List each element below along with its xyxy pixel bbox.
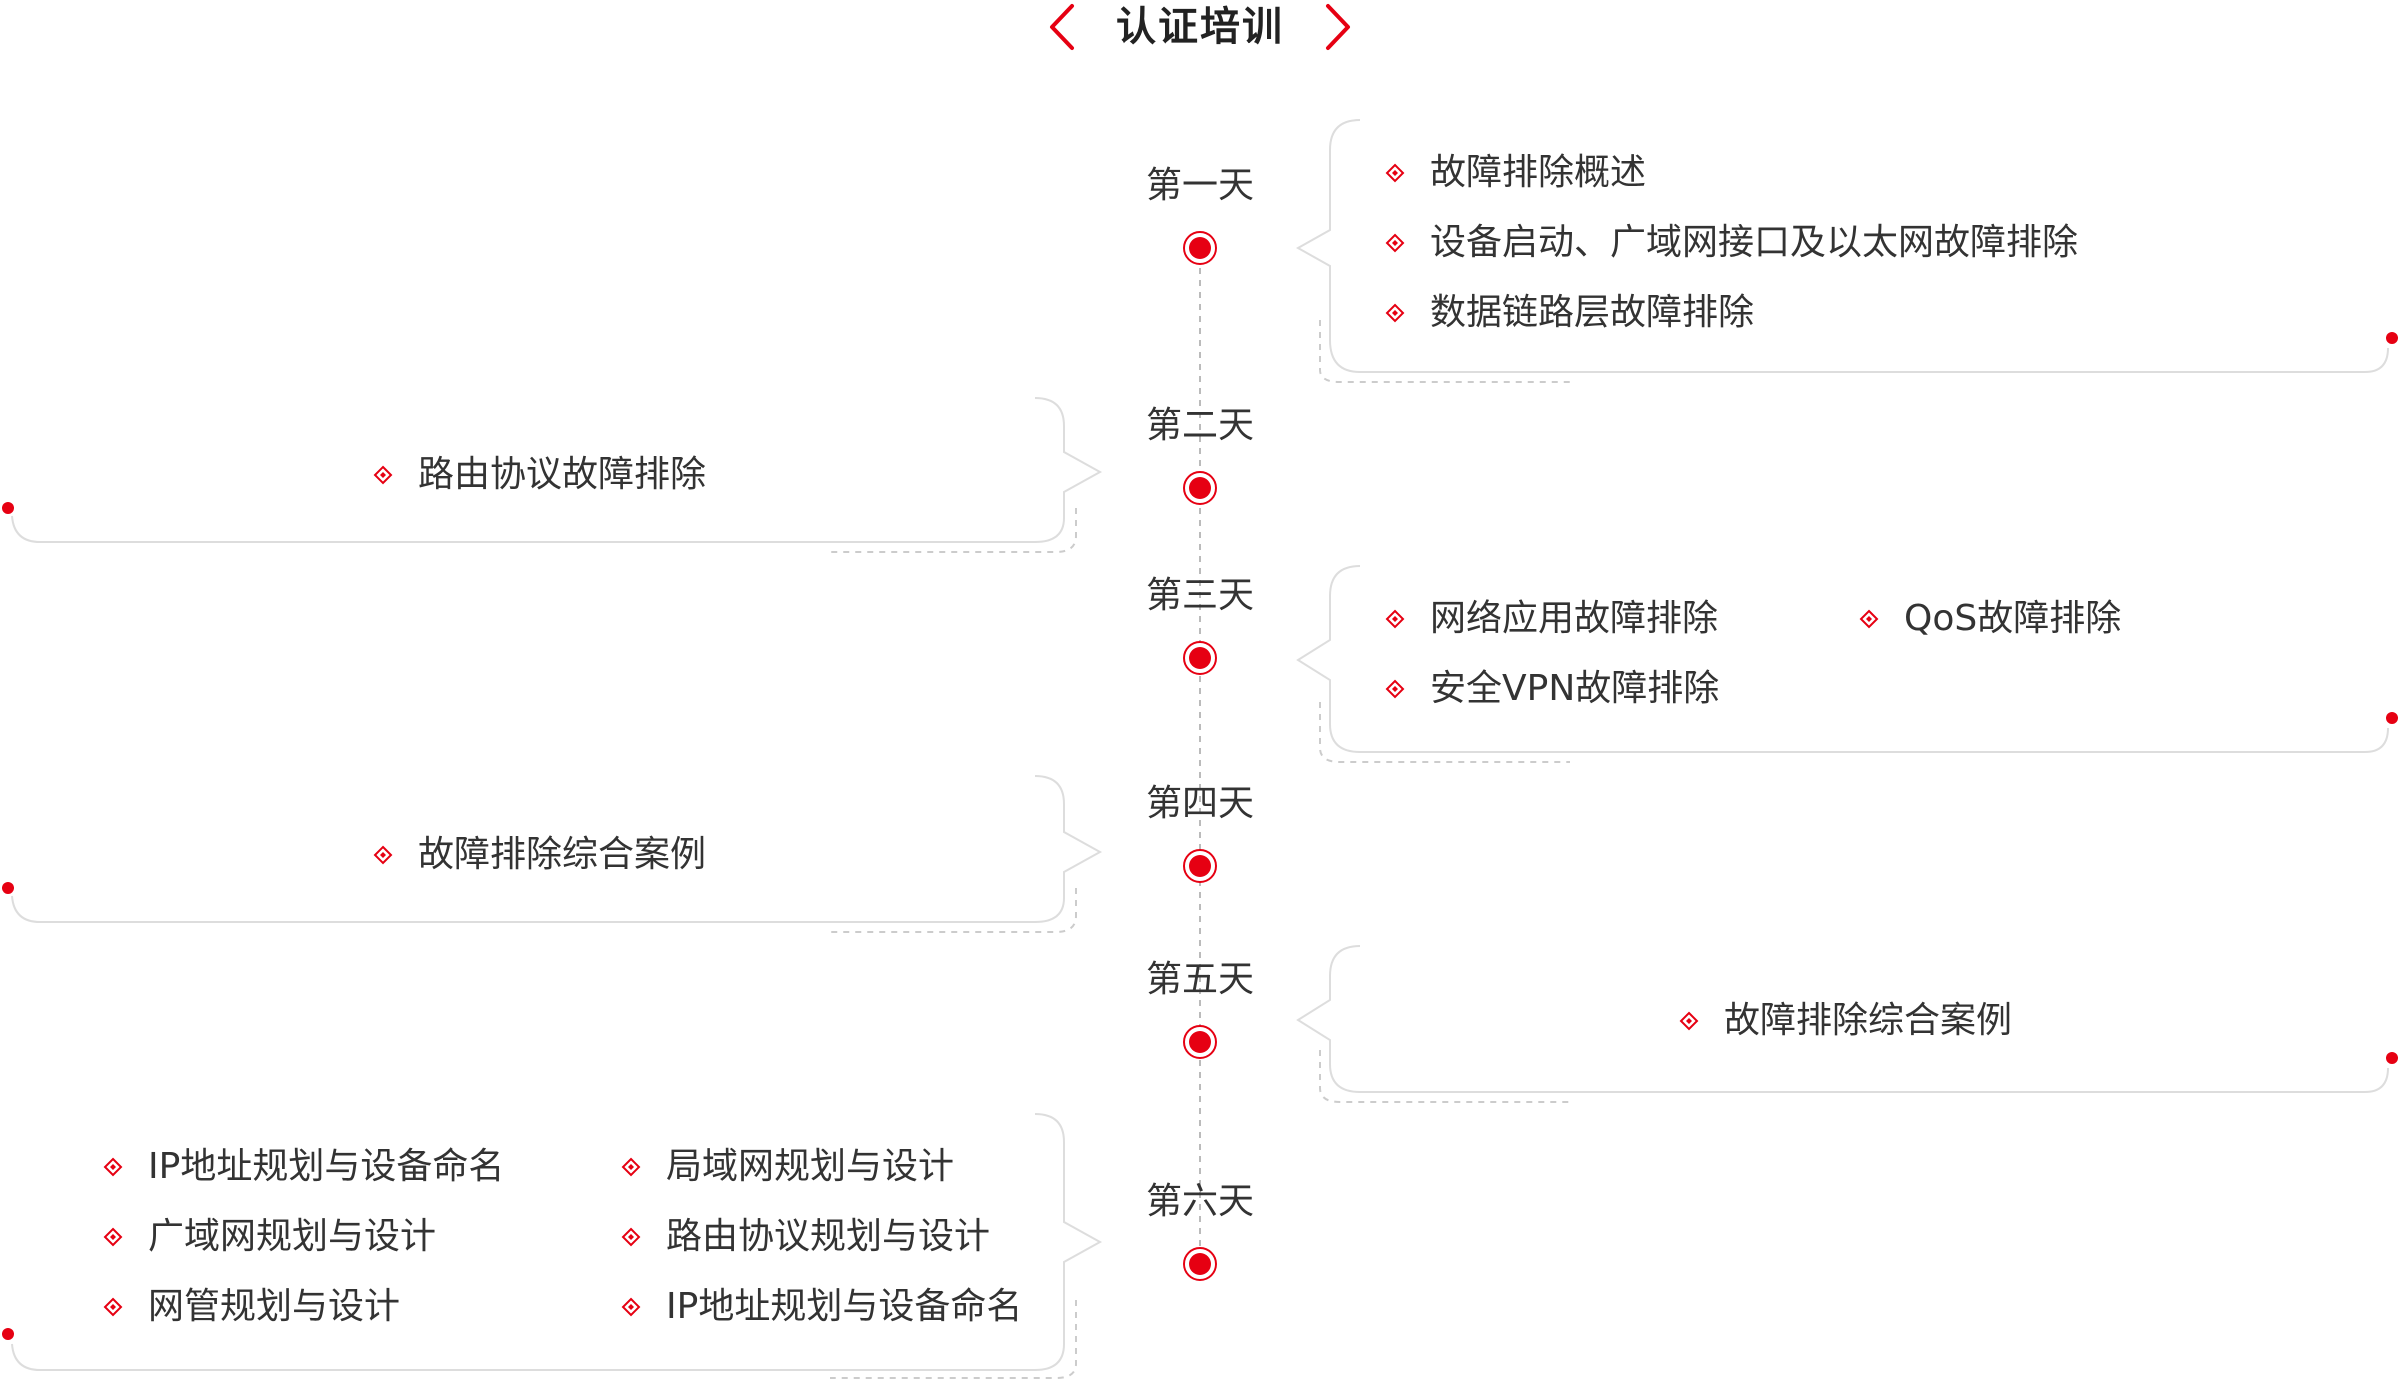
day-label-2: 第二天 <box>1145 405 1254 446</box>
item-text: 路由协议故障排除 <box>418 454 707 495</box>
list-item: 路由协议规划与设计 <box>620 1214 990 1260</box>
item-text: 网络应用故障排除 <box>1430 598 1719 639</box>
item-text: 数据链路层故障排除 <box>1430 292 1755 333</box>
list-item: IP地址规划与设备命名 <box>102 1144 504 1190</box>
timeline-node-icon <box>1183 471 1217 505</box>
list-item: 数据链路层故障排除 <box>1384 290 1754 336</box>
day-card-outline-5 <box>1296 945 2398 1103</box>
item-text: 故障排除综合案例 <box>418 834 707 875</box>
day-card-outline-4 <box>2 775 1103 933</box>
list-item: 网管规划与设计 <box>102 1284 400 1330</box>
diamond-bullet-icon <box>1385 163 1405 183</box>
list-item: 广域网规划与设计 <box>102 1214 436 1260</box>
diamond-bullet-icon <box>103 1227 123 1247</box>
diamond-bullet-icon <box>621 1227 641 1247</box>
list-item: QoS故障排除 <box>1858 596 2121 642</box>
timeline-node-icon <box>1183 231 1217 265</box>
item-text: 局域网规划与设计 <box>666 1146 955 1187</box>
day-label-5: 第五天 <box>1145 959 1254 1000</box>
list-item: 安全VPN故障排除 <box>1384 666 1719 712</box>
diamond-bullet-icon <box>373 845 393 865</box>
day-label-4: 第四天 <box>1145 783 1254 824</box>
item-text: 故障排除概述 <box>1430 152 1647 193</box>
item-text: 安全VPN故障排除 <box>1430 668 1720 709</box>
item-text: 广域网规划与设计 <box>148 1216 437 1257</box>
timeline-node-icon <box>1183 641 1217 675</box>
item-text: 网管规划与设计 <box>148 1286 401 1327</box>
page-title: 认证培训 <box>1116 4 1284 50</box>
diamond-bullet-icon <box>1385 609 1405 629</box>
list-item: 故障排除综合案例 <box>1678 998 2012 1044</box>
item-text: IP地址规划与设备命名 <box>148 1146 505 1187</box>
list-item: 网络应用故障排除 <box>1384 596 1718 642</box>
chevron-right-icon <box>1326 4 1350 50</box>
chevron-left-icon <box>1050 4 1074 50</box>
item-text: 故障排除综合案例 <box>1724 1000 2013 1041</box>
diamond-bullet-icon <box>103 1157 123 1177</box>
list-item: 故障排除综合案例 <box>372 832 706 878</box>
day-label-6: 第六天 <box>1145 1181 1254 1222</box>
diamond-bullet-icon <box>1679 1011 1699 1031</box>
list-item: 故障排除概述 <box>1384 150 1646 196</box>
list-item: 设备启动、广域网接口及以太网故障排除 <box>1384 220 2078 266</box>
timeline-node-icon <box>1183 849 1217 883</box>
diamond-bullet-icon <box>621 1297 641 1317</box>
item-text: IP地址规划与设备命名 <box>666 1286 1023 1327</box>
timeline-node-icon <box>1183 1025 1217 1059</box>
item-text: 路由协议规划与设计 <box>666 1216 991 1257</box>
diamond-bullet-icon <box>1385 679 1405 699</box>
list-item: 局域网规划与设计 <box>620 1144 954 1190</box>
timeline-node-icon <box>1183 1247 1217 1281</box>
diamond-bullet-icon <box>373 465 393 485</box>
day-label-3: 第三天 <box>1145 575 1254 616</box>
section-title: 认证培训 <box>1040 0 1360 60</box>
day-card-outline-6 <box>2 1113 1103 1379</box>
day-card-outline-3 <box>1296 565 2398 763</box>
day-card-outline-1 <box>1295 119 2398 383</box>
item-text: 设备启动、广域网接口及以太网故障排除 <box>1430 222 2079 263</box>
diamond-bullet-icon <box>621 1157 641 1177</box>
item-text: QoS故障排除 <box>1904 598 2122 639</box>
diamond-bullet-icon <box>1385 233 1405 253</box>
list-item: IP地址规划与设备命名 <box>620 1284 1022 1330</box>
day-card-outline-2 <box>2 397 1103 553</box>
diamond-bullet-icon <box>103 1297 123 1317</box>
list-item: 路由协议故障排除 <box>372 452 706 498</box>
diamond-bullet-icon <box>1385 303 1405 323</box>
day-label-1: 第一天 <box>1145 165 1254 206</box>
diamond-bullet-icon <box>1859 609 1879 629</box>
